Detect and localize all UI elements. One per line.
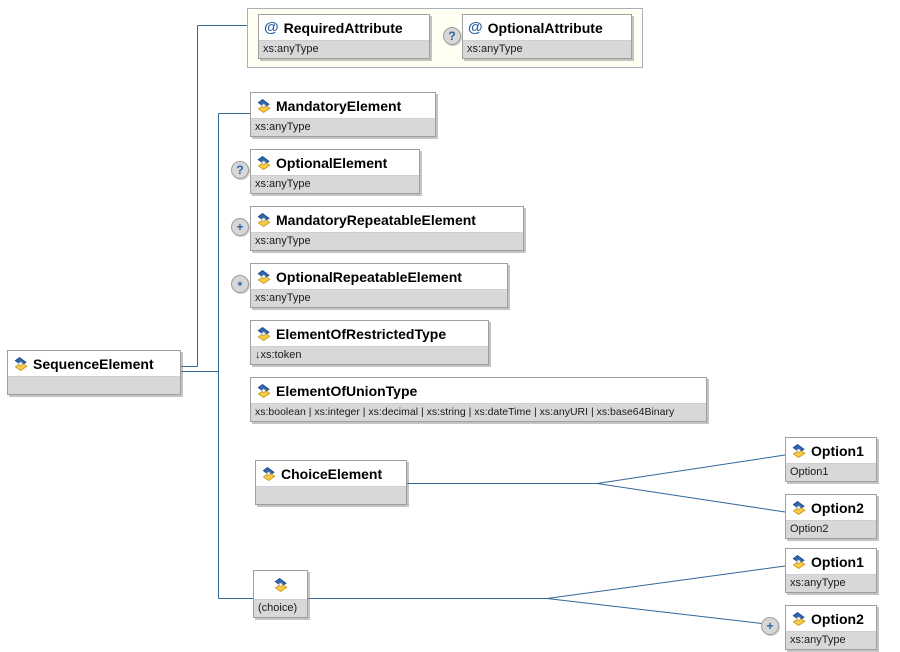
node-title-label: SequenceElement <box>33 355 154 372</box>
node-type-label <box>8 376 180 394</box>
node-optional-attribute[interactable]: @ OptionalAttribute xs:anyType <box>462 14 632 59</box>
optional-occurrence-badge[interactable]: ? <box>443 27 461 45</box>
element-icon <box>791 443 806 458</box>
element-icon <box>791 554 806 569</box>
node-type-label: xs:anyType <box>463 40 631 58</box>
node-type-label: xs:anyType <box>786 631 876 649</box>
optional-occurrence-badge[interactable]: ? <box>231 161 249 179</box>
node-title-label: Option1 <box>811 553 864 570</box>
node-type-label: Option2 <box>786 520 876 538</box>
node-type-label: xs:anyType <box>251 118 435 136</box>
node-mandatory-repeatable-element[interactable]: MandatoryRepeatableElement xs:anyType <box>250 206 524 251</box>
wire-choice-option2 <box>596 483 786 513</box>
element-icon <box>791 500 806 515</box>
node-type-label: xs:anyType <box>259 40 429 58</box>
wire-group-option2 <box>546 598 767 625</box>
node-choice-option2[interactable]: Option2 Option2 <box>785 494 877 539</box>
choice-icon <box>273 578 288 592</box>
element-icon <box>256 98 271 113</box>
node-element-of-restricted-type[interactable]: ElementOfRestrictedType ↓xs:token <box>250 320 489 365</box>
node-title-label: ElementOfRestrictedType <box>276 325 447 342</box>
element-icon <box>791 611 806 626</box>
node-title-label: MandatoryElement <box>276 97 402 114</box>
node-optional-element[interactable]: OptionalElement xs:anyType <box>250 149 420 194</box>
element-icon <box>256 155 271 170</box>
node-required-attribute[interactable]: @ RequiredAttribute xs:anyType <box>258 14 430 59</box>
node-title-label: OptionalElement <box>276 154 388 171</box>
node-title-label: Option2 <box>811 499 864 516</box>
node-optional-repeatable-element[interactable]: OptionalRepeatableElement xs:anyType <box>250 263 508 308</box>
element-icon <box>261 466 276 481</box>
node-type-label: (choice) <box>254 599 307 617</box>
node-title-label: OptionalRepeatableElement <box>276 268 462 285</box>
node-type-label <box>256 486 406 504</box>
node-title-label: Option1 <box>811 442 864 459</box>
node-title-label: Option2 <box>811 610 864 627</box>
element-icon <box>256 269 271 284</box>
node-title-label: OptionalAttribute <box>487 19 603 36</box>
repeat-occurrence-badge[interactable]: + <box>231 218 249 236</box>
element-icon <box>13 356 28 371</box>
node-group-option2[interactable]: Option2 xs:anyType <box>785 605 877 650</box>
node-type-label: xs:boolean | xs:integer | xs:decimal | x… <box>251 403 706 421</box>
node-element-of-union-type[interactable]: ElementOfUnionType xs:boolean | xs:integ… <box>250 377 707 422</box>
node-title-label: MandatoryRepeatableElement <box>276 211 476 228</box>
node-choice-group[interactable]: (choice) <box>253 570 308 618</box>
element-icon <box>256 326 271 341</box>
attribute-at-icon: @ <box>264 18 279 36</box>
element-icon <box>256 383 271 398</box>
node-choice-option1[interactable]: Option1 Option1 <box>785 437 877 482</box>
node-type-label: Option1 <box>786 463 876 481</box>
node-title-label: ChoiceElement <box>281 465 383 482</box>
optional-repeat-occurrence-badge[interactable]: * <box>231 275 249 293</box>
node-title-label: RequiredAttribute <box>283 19 403 36</box>
wire-group-option1 <box>546 565 786 599</box>
node-type-label: xs:anyType <box>251 289 507 307</box>
node-type-label: xs:anyType <box>251 175 419 193</box>
node-title-label: ElementOfUnionType <box>276 382 418 399</box>
repeat-occurrence-badge[interactable]: + <box>761 617 779 635</box>
node-type-label: xs:anyType <box>251 232 523 250</box>
attribute-at-icon: @ <box>468 18 483 36</box>
node-mandatory-element[interactable]: MandatoryElement xs:anyType <box>250 92 436 137</box>
node-type-label: xs:anyType <box>786 574 876 592</box>
node-choice-element[interactable]: ChoiceElement <box>255 460 407 505</box>
node-type-label: ↓xs:token <box>251 346 488 364</box>
element-icon <box>256 212 271 227</box>
node-group-option1[interactable]: Option1 xs:anyType <box>785 548 877 593</box>
wire-choice-option1 <box>596 454 786 484</box>
node-sequence-element[interactable]: SequenceElement <box>7 350 181 395</box>
